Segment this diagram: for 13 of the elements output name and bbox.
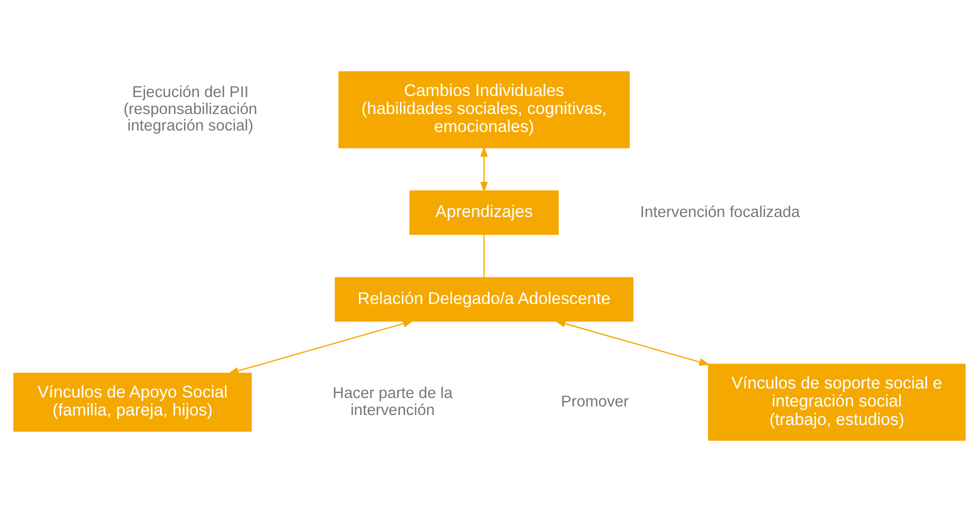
- label: Intervención focalizada: [640, 203, 800, 220]
- arrow: [228, 319, 414, 374]
- node-box: Cambios Individuales (habilidades sociales, cognitivas, emocionales): [338, 70, 630, 148]
- node-box: Vínculos de Apoyo Social (familia, pareja, hijos): [13, 372, 252, 432]
- node-box: Aprendizajes: [409, 190, 559, 234]
- node-box: Relación Delegado/a Adolescente: [334, 276, 634, 322]
- arrow: [480, 145, 488, 192]
- label: Hacer parte de la intervención: [332, 384, 453, 418]
- label: Ejecución del PII (responsabilización integración social): [123, 83, 258, 134]
- arrow: [554, 319, 710, 366]
- connector: [483, 234, 485, 278]
- node-box: Vínculos de soporte social e integración social (trabajo, estudios): [708, 363, 966, 440]
- label: Promover: [560, 392, 629, 410]
